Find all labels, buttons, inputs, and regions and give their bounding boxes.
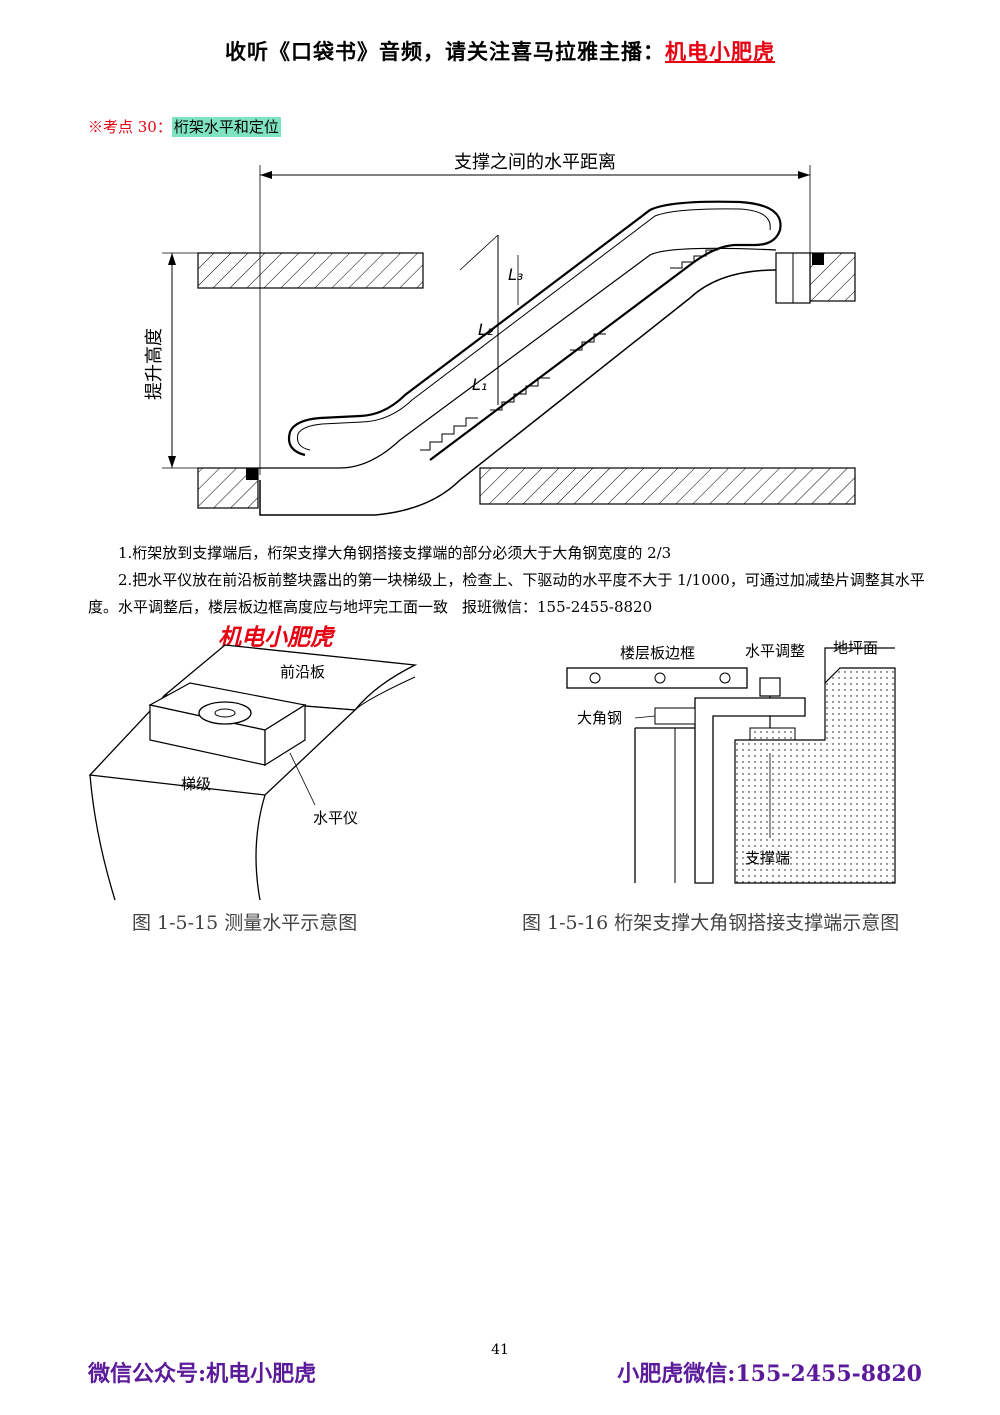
wechat-inline: 报班微信：155-2455-8820 bbox=[462, 598, 653, 616]
level-measure-diagram: 前沿板 梯级 水平仪 bbox=[85, 625, 425, 909]
l1-label: L₁ bbox=[472, 375, 487, 394]
support-end-label: 支撑端 bbox=[745, 849, 790, 867]
escalator-diagram: 支撑之间的水平距离 提升高度 L₁ L₂ L₃ bbox=[130, 150, 870, 534]
angle-steel-label: 大角钢 bbox=[577, 709, 622, 727]
step-label: 梯级 bbox=[181, 775, 211, 793]
support-end-diagram: 楼层板边框 水平调整 大角钢 地坪面 支撑端 bbox=[555, 628, 905, 897]
footer-right: 小肥虎微信:155-2455-8820 bbox=[617, 1361, 922, 1387]
horizontal-distance-label: 支撑之间的水平距离 bbox=[454, 152, 616, 173]
page-number: 41 bbox=[491, 1342, 509, 1358]
header-anchor-link[interactable]: 机电小肥虎 bbox=[665, 39, 775, 64]
footer-left: 微信公众号:机电小肥虎 bbox=[88, 1361, 317, 1387]
paragraph-2-text: 2.把水平仪放在前沿板前整块露出的第一块梯级上，检查上、下驱动的水平度不大于 1… bbox=[88, 571, 925, 616]
l2-label: L₂ bbox=[478, 320, 494, 339]
section-title: 桁架水平和定位 bbox=[171, 117, 281, 137]
front-plate-label: 前沿板 bbox=[280, 663, 325, 681]
l3-label: L₃ bbox=[508, 265, 523, 284]
floor-frame-label: 楼层板边框 bbox=[620, 644, 695, 662]
section-tag: ※考点 30： bbox=[88, 118, 172, 136]
paragraph-2: 2.把水平仪放在前沿板前整块露出的第一块梯级上，检查上、下驱动的水平度不大于 1… bbox=[88, 567, 928, 621]
header-prefix: 收听《口袋书》音频，请关注喜马拉雅主播： bbox=[225, 39, 665, 64]
ground-label: 地坪面 bbox=[833, 639, 878, 657]
page-header: 收听《口袋书》音频，请关注喜马拉雅主播：机电小肥虎 bbox=[0, 36, 1000, 66]
level-adjust-label: 水平调整 bbox=[745, 642, 805, 660]
figure-left-caption: 图 1-5-15 测量水平示意图 bbox=[132, 912, 358, 934]
section-heading: ※考点 30：桁架水平和定位 bbox=[88, 116, 281, 137]
level-tool-label: 水平仪 bbox=[313, 809, 358, 827]
lift-height-label: 提升高度 bbox=[144, 328, 165, 400]
paragraph-1: 1.桁架放到支撑端后，桁架支撑大角钢搭接支撑端的部分必须大于大角钢宽度的 2/3 bbox=[118, 544, 672, 562]
figure-right-caption: 图 1-5-16 桁架支撑大角钢搭接支撑端示意图 bbox=[522, 912, 900, 934]
